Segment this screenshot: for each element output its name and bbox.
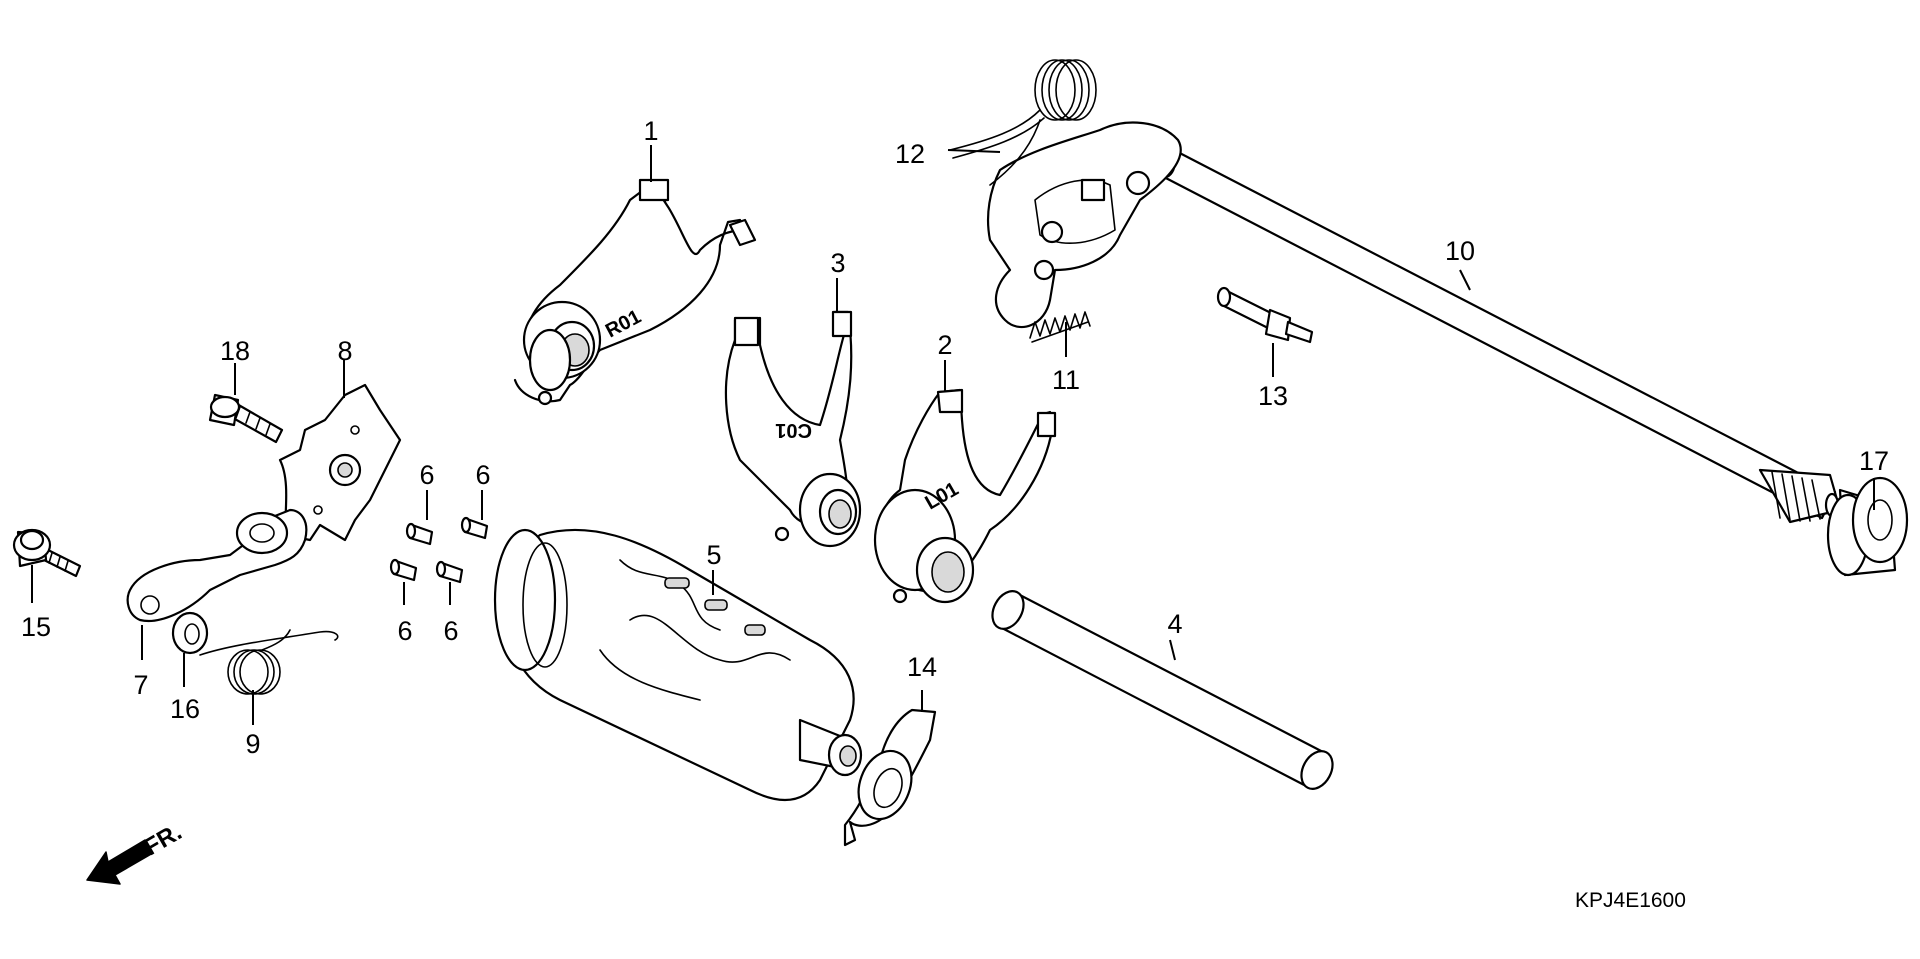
callout-12: 12 [895,139,925,169]
callout-6-top-right: 6 [475,460,490,490]
fork-shaft [991,590,1334,790]
shift-drum [493,528,863,802]
callout-7: 7 [133,670,148,700]
front-arrow-icon [86,839,154,885]
gearshift-spindle [986,121,1842,524]
pivot-bolt [12,528,82,578]
stopper-arm-spring [199,629,339,695]
callout-10: 10 [1445,236,1475,266]
small-spring [1029,311,1091,343]
fork-engraving-c01: C01 [775,419,812,441]
callout-6-top-left: 6 [419,460,434,490]
shift-fork-r01: R01 [513,178,757,406]
callout-8: 8 [337,336,352,366]
diagram-code: KPJ4E1600 [1575,889,1686,912]
callout-9: 9 [245,729,260,759]
front-marker: FR. [86,818,186,885]
leader-lines [31,145,1875,725]
oil-seal [1826,476,1909,577]
callout-4: 4 [1167,609,1182,639]
washer [171,611,209,655]
drum-stopper-plate [843,708,937,847]
callout-17: 17 [1859,446,1889,476]
callout-15: 15 [21,612,51,642]
callout-16: 16 [170,694,200,724]
callout-2: 2 [937,330,952,360]
callout-14: 14 [907,652,937,682]
drum-center-bolt [208,393,284,444]
callout-5: 5 [706,540,721,570]
dowel-pins [389,516,489,584]
return-spring [949,59,1097,186]
callout-11: 11 [1052,365,1080,395]
shift-fork-l01: L01 [873,388,1057,604]
callout-1: 1 [643,116,658,146]
callout-6-bottom-left: 6 [397,616,412,646]
callout-13: 13 [1258,381,1288,411]
stopper-bolt [1216,286,1314,344]
callout-6-bottom-right: 6 [443,616,458,646]
shift-fork-c01: C01 [724,310,862,548]
callout-labels: 1 2 3 4 5 6 6 6 6 7 8 9 10 11 12 13 14 1… [21,116,1889,759]
callout-18: 18 [220,336,250,366]
callout-3: 3 [830,248,845,278]
stopper-arm [126,508,308,623]
